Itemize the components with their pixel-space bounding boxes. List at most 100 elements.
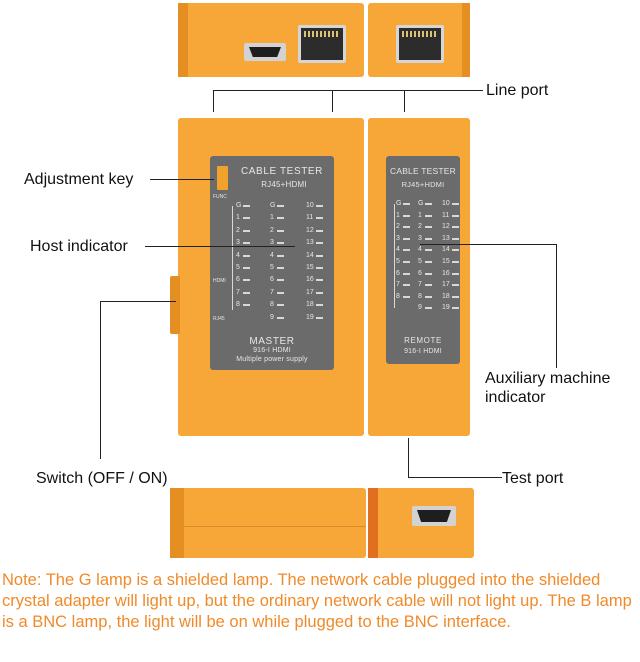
led-indicator [243,291,250,294]
master-right-col-label: 11 [306,214,314,222]
led-indicator [425,284,432,287]
led-indicator [316,205,323,207]
led-indicator [425,214,432,217]
master-model: 916-I HDMI [253,347,291,354]
led-indicator [452,237,459,240]
led-indicator [243,205,250,207]
led-indicator [316,316,323,319]
callout-auxiliary-indicator: Auxiliary machine indicator [485,370,611,406]
top-view-remote [368,3,470,77]
led-indicator [403,295,410,298]
side-label-hdmi: HDMI [213,278,226,284]
master-left-col-label: 1 [236,214,240,222]
master-title: CABLE TESTER [240,166,324,177]
led-indicator [316,279,323,282]
remote-left-col-label: 5 [396,258,400,265]
led-indicator [277,205,284,207]
led-indicator [403,237,410,240]
remote-mid-col-label: 1 [418,211,422,219]
remote-left-col-label: G [396,200,402,207]
led-indicator [277,267,284,269]
rj45-port-top-remote [396,25,444,63]
master-mid-col-label: 3 [270,239,274,247]
led-indicator [425,272,432,275]
led-indicator [403,226,410,229]
led-indicator [425,307,432,310]
led-indicator [425,203,432,205]
master-left-col-label: 2 [236,226,240,234]
led-indicator [425,295,432,298]
led-indicator [243,279,250,282]
master-right-col-label: 19 [306,313,314,321]
led-indicator [277,316,284,319]
hdmi-test-port [412,506,456,526]
side-label-rj45: RJ45 [213,316,225,322]
remote-left-col-label: 3 [396,234,400,242]
led-indicator [277,229,284,232]
led-indicator [452,214,459,217]
master-right-col-label: 10 [306,202,314,209]
led-indicator [452,203,459,205]
master-left-col-label: 5 [236,264,240,271]
master-panel: CABLE TESTER RJ45+HDMI FUNC HDMI RJ45 G 1… [210,156,334,370]
master-right-col-label: 17 [306,288,314,296]
master-unit: CABLE TESTER RJ45+HDMI FUNC HDMI RJ45 G 1… [178,118,364,436]
led-indicator [316,229,323,232]
remote-mid-col-label: 8 [418,292,422,300]
master-left-col-label: 3 [236,239,240,247]
led-indicator [243,304,250,307]
remote-title: CABLE TESTER [389,166,456,176]
master-mid-col-label: 5 [270,264,274,271]
led-indicator [403,284,410,287]
remote-left-col-label: 7 [396,281,400,289]
adjustment-key[interactable] [217,166,228,190]
remote-right-col-label: 16 [442,269,450,277]
master-mid-col-label: 4 [270,251,274,259]
callout-host-indicator: Host indicator [30,238,128,255]
remote-right-col-label: 14 [442,246,450,254]
remote-name: REMOTE [404,336,442,345]
led-indicator [277,304,284,307]
led-indicator [316,217,323,220]
remote-left-col-label: 2 [396,223,400,231]
remote-mid-col-label: 5 [418,258,422,265]
remote-left-col-label: 6 [396,269,400,277]
bottom-view-remote [368,488,474,558]
master-mid-col-label: 6 [270,276,274,284]
led-indicator [403,272,410,275]
led-indicator [452,249,459,252]
led-indicator [277,279,284,282]
remote-mid-col-label: 7 [418,281,422,289]
func-label: FUNC [213,194,227,200]
led-indicator [243,217,250,220]
remote-mid-col-label: G [418,200,424,207]
callout-switch: Switch (OFF / ON) [36,470,168,487]
bottom-view-master [170,488,366,558]
led-indicator [243,242,250,245]
master-right-col-label: 15 [306,264,314,271]
remote-right-col-label: 19 [442,304,450,312]
remote-mid-col-label: 6 [418,269,422,277]
top-view-master [178,3,364,77]
master-mid-col-label: 7 [270,288,274,296]
master-right-col-label: 13 [306,239,314,247]
power-switch[interactable] [170,276,180,334]
master-left-col-label: 6 [236,276,240,284]
master-mid-col-label: 8 [270,301,274,309]
led-indicator [452,284,459,287]
master-left-col-label: 4 [236,251,240,259]
led-indicator [452,307,459,310]
master-power: Multiple power supply [236,356,308,363]
master-subtitle: RJ45+HDMI [261,180,307,189]
remote-mid-col-label: 2 [418,223,422,231]
remote-right-col-label: 18 [442,292,450,300]
led-indicator [277,217,284,220]
led-indicator [425,226,432,229]
master-left-col-label: 7 [236,288,240,296]
master-mid-col-label: G [270,202,276,209]
remote-left-col-label: 8 [396,292,400,300]
led-indicator [452,295,459,298]
